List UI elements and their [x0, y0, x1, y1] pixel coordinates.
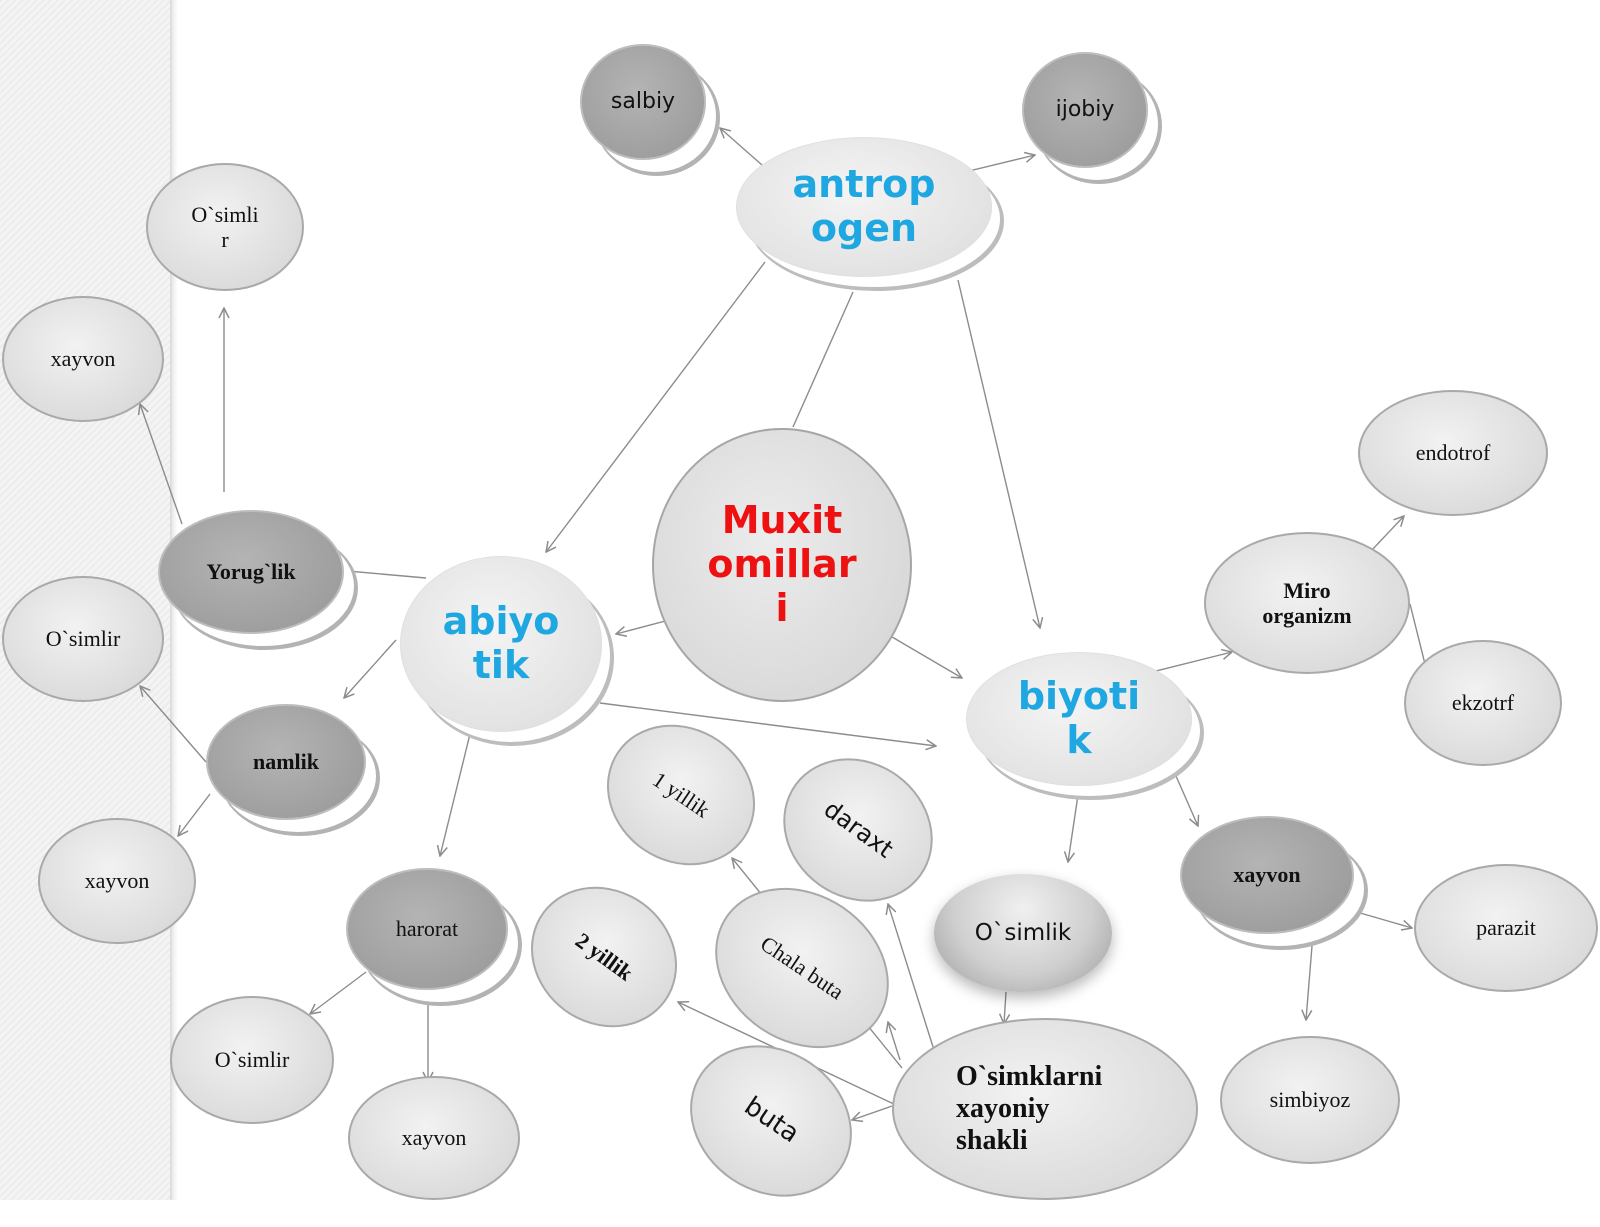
node-hayotiy-shakl-label: O`simklarni xayoniy shakli [956, 1060, 1103, 1157]
node-namlik-label: namlik [252, 749, 320, 775]
node-yoruglik-xayvon: xayvon [2, 296, 164, 422]
edge-abiotik-biotik [599, 702, 936, 746]
edge-yoruglik-xayvon [140, 404, 183, 525]
node-yoruglik-xayvon-label: xayvon [50, 346, 116, 372]
node-ekzotrf-label: ekzotrf [1451, 690, 1515, 716]
node-biotik-xayvon: xayvon [1180, 816, 1354, 934]
node-muxit-omillari: Muxit omillar i [652, 428, 912, 702]
node-ekzotrf: ekzotrf [1404, 640, 1562, 766]
node-buta-label: buta [738, 1091, 805, 1150]
node-yoruglik-label: Yorug`lik [206, 559, 296, 585]
node-harorat-osimlir: O`simlir [170, 996, 334, 1124]
node-muxit-omillari-label: Muxit omillar i [707, 498, 857, 630]
node-miroorganizm-label: Miro organizm [1262, 577, 1352, 628]
node-osimlik: O`simlik [934, 874, 1112, 992]
edge-xayvon-simbiyoz [1306, 945, 1313, 1020]
node-ijobiy-label: ijobiy [1055, 97, 1115, 123]
edge-antropogen-salbiy [720, 128, 763, 166]
node-chala-buta-label: Chala buta [755, 931, 849, 1005]
node-namlik-xayvon: xayvon [38, 818, 196, 944]
node-antropogen-label: antrop ogen [792, 162, 936, 250]
node-biotik-label: biyoti k [1017, 674, 1141, 762]
node-namlik: namlik [206, 704, 366, 820]
node-yoruglik: Yorug`lik [158, 510, 344, 634]
node-parazit: parazit [1414, 864, 1598, 992]
node-simbiyoz: simbiyoz [1220, 1036, 1400, 1164]
edge-antropogen-abiotik [546, 261, 766, 552]
edge-abiotik-yoruglik [335, 569, 427, 579]
edge-center-antropogen [792, 291, 854, 428]
node-ikki-yillik-label: 2 yillik [570, 927, 638, 986]
node-miroorganizm: Miro organizm [1204, 532, 1410, 674]
node-namlik-xayvon-label: xayvon [84, 868, 150, 894]
node-harorat: harorat [346, 868, 508, 990]
node-biotik-xayvon-label: xayvon [1233, 862, 1301, 888]
edge-harorat-osimlir [310, 971, 367, 1014]
node-abiotik: abiyo tik [400, 556, 602, 732]
node-bir-yillik-label: 1 yillik [647, 766, 715, 823]
node-osimlik-label: O`simlik [974, 919, 1072, 946]
node-salbiy: salbiy [580, 44, 706, 160]
edge-shakl-daraxt [888, 904, 935, 1051]
node-antropogen: antrop ogen [736, 137, 992, 277]
node-ijobiy: ijobiy [1022, 52, 1148, 168]
edge-xayvon-parazit [1335, 905, 1412, 928]
node-endotrof: endotrof [1358, 390, 1548, 516]
node-namlik-osimlir-label: O`simlir [45, 626, 121, 652]
edge-biotik-xayvon [1175, 775, 1198, 826]
edge-namlik-osimlir [140, 686, 207, 763]
edge-abiotik-harorat [440, 733, 471, 856]
edge-shakl-buta [852, 1105, 893, 1120]
node-simbiyoz-label: simbiyoz [1269, 1087, 1351, 1113]
edge-antropogen-biotik [957, 279, 1040, 628]
node-endotrof-label: endotrof [1415, 440, 1491, 466]
node-abiotik-label: abiyo tik [442, 599, 560, 687]
node-daraxt-label: daraxt [818, 795, 899, 864]
edge-biotik-osimlik [1068, 794, 1079, 862]
node-harorat-label: harorat [395, 916, 459, 942]
node-parazit-label: parazit [1476, 915, 1536, 941]
node-harorat-xayvon: xayvon [348, 1076, 520, 1200]
edge-osimlik-shakl [1004, 991, 1006, 1024]
node-namlik-osimlir: O`simlir [2, 576, 164, 702]
edge-namlik-xayvon [178, 793, 211, 836]
node-harorat-xayvon-label: xayvon [401, 1125, 467, 1151]
node-yoruglik-osimlir: O`simli r [146, 163, 304, 291]
node-salbiy-label: salbiy [610, 89, 676, 115]
node-yoruglik-osimlir-label: O`simli r [191, 201, 259, 252]
edge-abiotik-namlik [344, 639, 397, 698]
node-harorat-osimlir-label: O`simlir [214, 1047, 290, 1073]
edge-shakl-chala-buta [888, 1022, 901, 1061]
node-hayotiy-shakl: O`simklarni xayoniy shakli [892, 1018, 1198, 1200]
node-biotik: biyoti k [966, 652, 1192, 786]
